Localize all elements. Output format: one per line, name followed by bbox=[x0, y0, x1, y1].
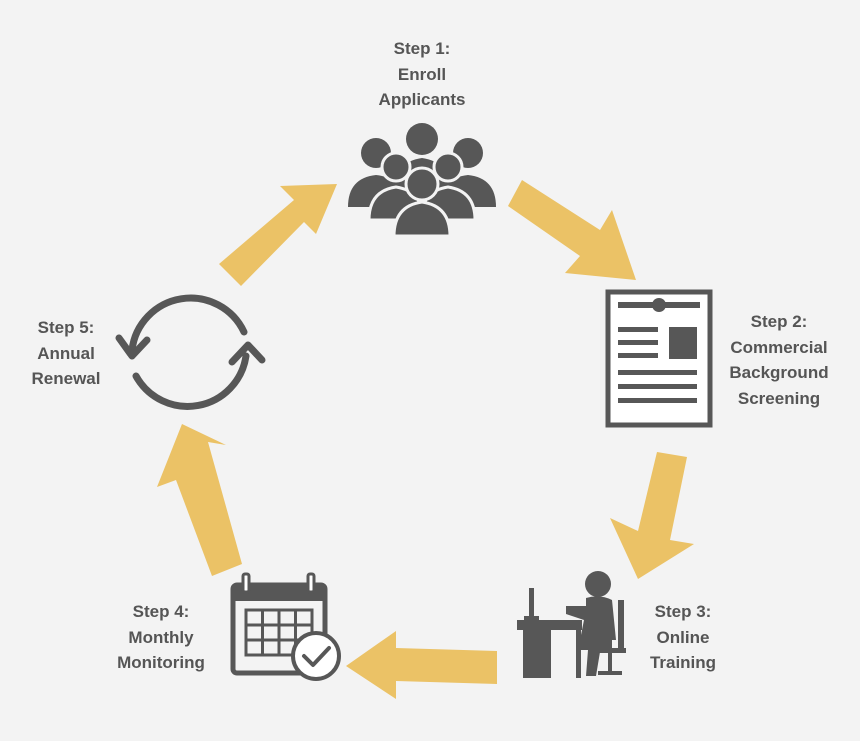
step-1-title-line-2: Applicants bbox=[378, 90, 466, 109]
person-at-computer-icon bbox=[517, 571, 626, 678]
step-5-label: Step 5: Annual Renewal bbox=[14, 315, 118, 392]
step-2-label: Step 2: Commercial Background Screening bbox=[712, 309, 846, 411]
step-2-title-line-3: Screening bbox=[737, 388, 821, 408]
step-3-label: Step 3: Online Training bbox=[628, 599, 738, 676]
arrow-step4-to-step5 bbox=[157, 424, 242, 576]
step-5-title-line-2: Renewal bbox=[31, 369, 101, 388]
step-2-number: Step 2: bbox=[750, 312, 808, 331]
step-5-title-line-1: Annual bbox=[37, 343, 95, 363]
step-3-title-line-2: Training bbox=[649, 653, 717, 672]
step-1-label: Step 1: Enroll Applicants bbox=[362, 36, 482, 113]
arrow-step1-to-step2 bbox=[508, 180, 636, 280]
step-4-title-line-1: Monthly bbox=[128, 627, 194, 647]
step-5-number: Step 5: bbox=[37, 318, 95, 337]
arrow-step2-to-step3 bbox=[610, 452, 694, 579]
step-3-title-line-1: Online bbox=[656, 627, 710, 647]
step-4-number: Step 4: bbox=[132, 602, 190, 621]
step-1-number: Step 1: bbox=[393, 39, 451, 58]
arrow-step5-to-step1 bbox=[219, 184, 337, 286]
calendar-check-icon bbox=[230, 572, 341, 681]
step-1-title-line-1: Enroll bbox=[397, 64, 447, 84]
document-icon bbox=[605, 289, 713, 428]
step-4-label: Step 4: Monthly Monitoring bbox=[102, 599, 220, 676]
cycle-arrows bbox=[157, 180, 694, 699]
arrow-step3-to-step4 bbox=[346, 631, 497, 699]
step-3-number: Step 3: bbox=[654, 602, 712, 621]
step-2-title-line-1: Commercial bbox=[730, 337, 828, 357]
step-4-title-line-2: Monitoring bbox=[117, 653, 205, 672]
people-group-icon bbox=[348, 123, 496, 238]
step-2-title-line-2: Background bbox=[729, 363, 829, 382]
renewal-cycle-icon bbox=[115, 294, 266, 410]
